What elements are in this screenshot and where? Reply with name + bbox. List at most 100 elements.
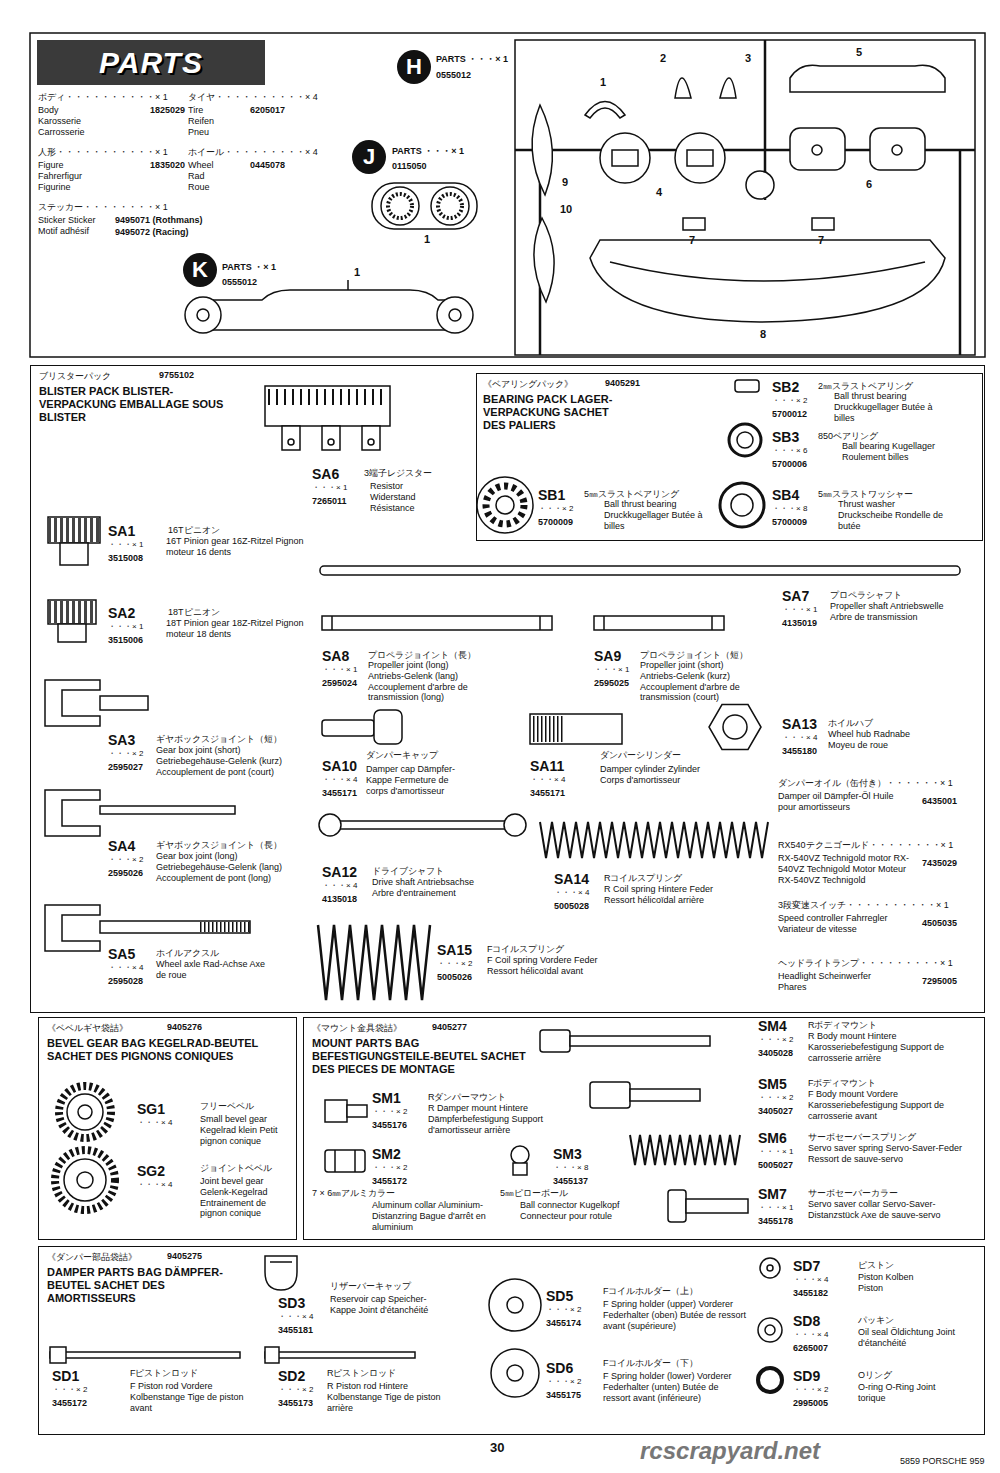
damper-body-drawing [322, 705, 761, 750]
gearbox-joint-drawing [45, 680, 250, 951]
damper-part-drawing [489, 1279, 541, 1331]
page-number: 30 [490, 1440, 504, 1456]
wheel-part [372, 183, 477, 229]
part-code: SA8 [322, 648, 349, 665]
sprue-part [532, 65, 945, 322]
part-description: R Coil spring Hintere Feder Ressort héli… [604, 884, 734, 906]
watermark: rcscrapyard.net [640, 1437, 820, 1466]
part-code: SD1 [52, 1368, 79, 1385]
part-description: Propeller joint (short) Antriebs-Gelenk … [640, 660, 755, 703]
sprue-part [892, 145, 902, 155]
japanese-name: リザーバーキャップ [330, 1281, 411, 1292]
japanese-name: ホイルハブ [828, 718, 873, 729]
parts-quantity: PARTS ・× 1 [222, 262, 276, 273]
damper-part-drawing [767, 1265, 773, 1271]
bearing-drawing [486, 486, 524, 524]
part-number: 3455137 [553, 1176, 588, 1187]
mount-part-drawing [335, 1150, 355, 1172]
part-number: 5005027 [758, 1160, 793, 1171]
japanese-name: サーボセーバーカラー [808, 1188, 898, 1199]
gearbox-joint-drawing [100, 806, 235, 814]
k-part [197, 309, 209, 321]
drive-shaft-drawing [504, 814, 526, 836]
damper-part-drawing [758, 1318, 782, 1342]
part-number: 9405277 [432, 1022, 467, 1033]
part-description: Speed controller Fahrregler Variateur de… [778, 913, 908, 935]
part-number: 9755102 [159, 370, 194, 381]
part-number: 9405291 [605, 378, 640, 389]
part-code: SD3 [278, 1295, 305, 1312]
part-number: 1835020 [150, 160, 185, 171]
gearbox-joint-drawing [100, 921, 250, 933]
mount-part-drawing [590, 1082, 630, 1108]
part-description: Thrust washer Druckscheibe Rondelle de b… [838, 499, 948, 531]
pinion-drawing [58, 624, 86, 642]
part-description: Damper cap Dämpfer-Kappe Fermeture de co… [366, 764, 461, 796]
part-code: SG2 [137, 1163, 165, 1180]
japanese-name: 850ベアリング [818, 431, 878, 442]
part-number: 3455182 [793, 1288, 828, 1299]
resistor-drawing [368, 439, 374, 445]
gearbox-joint-drawing [100, 696, 148, 710]
wheel-part [431, 187, 469, 225]
sprue-part [600, 133, 650, 183]
quantity: ・・・× 1 [758, 1147, 793, 1157]
k-part [449, 309, 461, 321]
quantity: ・・・× 2 [546, 1377, 581, 1387]
k-part [185, 297, 221, 333]
kit-name: 5859 PORSCHE 959 [900, 1456, 985, 1467]
damper-part-drawing [491, 1349, 539, 1397]
drive-shaft-drawing [335, 821, 510, 829]
damper-body-drawing [322, 720, 374, 736]
bearing-drawing [496, 496, 514, 514]
coil-spring-drawing [318, 822, 768, 1165]
resistor-drawing [282, 426, 300, 450]
part-description: F Piston rod Vordere Kolbenstange Tige d… [130, 1381, 255, 1413]
resistor-drawing [362, 426, 380, 450]
quantity: ・・・× 2 [758, 1093, 793, 1103]
bag-name: 《マウント金具袋詰》 [312, 1023, 402, 1034]
sprue-letter: K [192, 259, 208, 281]
damper-body-drawing [709, 705, 761, 750]
sprue-part [687, 150, 713, 166]
quantity: ・・・× 6 [772, 446, 807, 456]
coil-spring-drawing [318, 925, 430, 1000]
part-description: Ball bearing Kugellager Roulement billes [842, 441, 947, 463]
japanese-name: 7 × 6㎜アルミカラー [312, 1188, 395, 1199]
part-description: 16T Pinion gear 16Z-Ritzel Pignon moteur… [166, 536, 306, 558]
part-description: Ball connector Kugelkopf Connecteur pour… [520, 1200, 655, 1222]
sprue-part [612, 150, 638, 166]
sprue-part [746, 171, 774, 199]
drive-shaft-drawing [319, 814, 526, 836]
quantity: ・・・× 4 [322, 775, 357, 785]
part-description: F Body mount Vordere Karosseriebefestigu… [808, 1089, 978, 1121]
part-code: SA9 [594, 648, 621, 665]
part-description: Damper oil Dämpfer-Öl Huile pour amortis… [778, 791, 908, 813]
gearbox-joint-drawing [45, 790, 100, 836]
shaft-drawing [322, 616, 552, 630]
callout-number: 6 [866, 178, 872, 191]
part-number: 6435001 [922, 796, 957, 807]
part-code: SD5 [546, 1288, 573, 1305]
quantity: ・・・× 4 [793, 1275, 828, 1285]
quantity: ・・・× 4 [782, 733, 817, 743]
callout-number: 1 [424, 233, 430, 246]
pinion-drawing [48, 600, 96, 624]
bevel-gear-drawing [64, 1159, 106, 1201]
japanese-name: Rピストンロッド [327, 1368, 397, 1379]
resistor-drawing [288, 439, 294, 445]
part-code: SM4 [758, 1018, 787, 1035]
part-number: 3455172 [372, 1176, 407, 1187]
part-description: Small bevel gear Kegelrad klein Petit pi… [200, 1114, 292, 1146]
bevel-gear-drawing [67, 1094, 103, 1130]
part-number: 7435029 [922, 858, 957, 869]
japanese-name: プロペラシャフト [830, 590, 902, 601]
sprue-part [532, 105, 552, 195]
japanese-name: プロペラジョイント（短） [640, 650, 748, 661]
japanese-name: Rボディマウント [808, 1020, 878, 1031]
gearbox-joint-drawing [45, 905, 100, 951]
mount-part-drawing [570, 1036, 710, 1046]
damper-part-drawing [507, 1365, 523, 1381]
japanese-name: ピストン [858, 1260, 894, 1271]
